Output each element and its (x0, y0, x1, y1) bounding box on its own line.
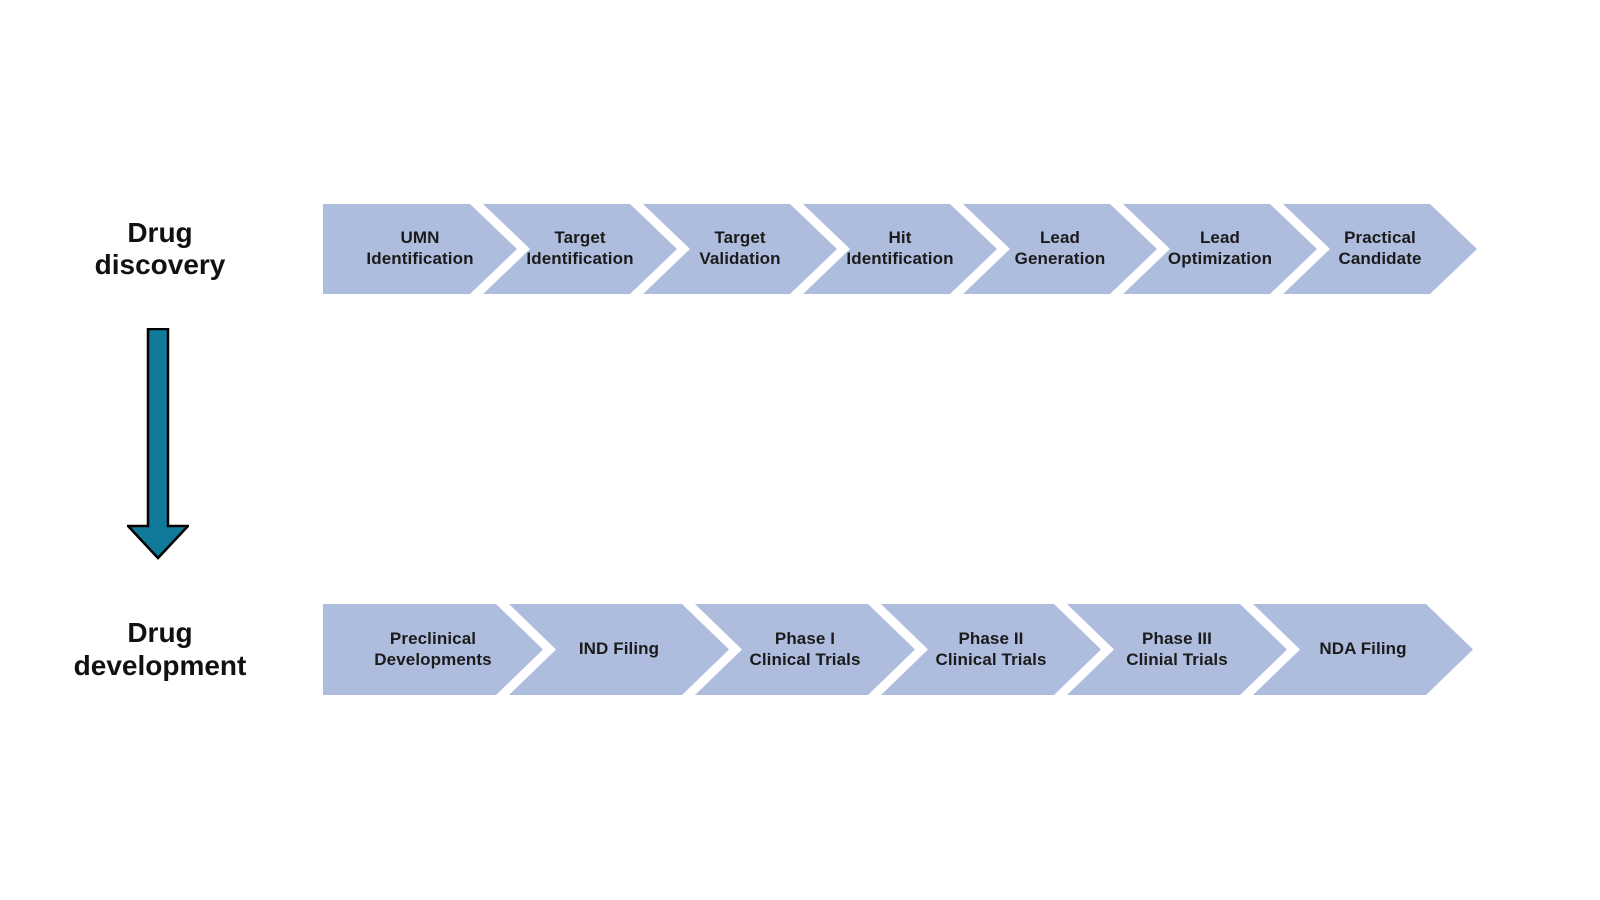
stage-label: Phase I Clinical Trials (749, 628, 861, 669)
stage-label: UMN Identification (366, 228, 474, 268)
stage-row-drug-development: Preclinical Developments IND Filing Phas… (323, 604, 1473, 695)
stage-label: Target Validation (699, 228, 781, 268)
stage-label: IND Filing (578, 639, 660, 659)
stage-chevron-lead-optimization: Lead Optimization (1123, 204, 1317, 294)
row-label-text: Drug discovery (94, 216, 226, 280)
down-arrow-icon (127, 328, 189, 560)
stage-chevron-phase-2-clinical-trials: Phase II Clinical Trials (881, 604, 1101, 695)
row-label-drug-discovery: Drug discovery (35, 204, 285, 294)
stage-chevron-phase-3-clinical-trials: Phase III Clinial Trials (1067, 604, 1287, 695)
stage-label: Lead Generation (1014, 228, 1106, 268)
stage-label: Hit Identification (846, 228, 954, 268)
stage-label: Phase III Clinial Trials (1126, 628, 1228, 669)
stage-chevron-preclinical-developments: Preclinical Developments (323, 604, 543, 695)
stage-label: Phase II Clinical Trials (935, 628, 1047, 669)
row-label-drug-development: Drug development (35, 604, 285, 695)
stage-label: Preclinical Developments (374, 628, 492, 669)
stage-label: Target Identification (526, 228, 634, 268)
row-label-text: Drug development (73, 617, 247, 681)
stage-label: Lead Optimization (1167, 228, 1273, 268)
stage-label: Practical Candidate (1338, 228, 1422, 268)
down-arrow-shape (127, 328, 189, 560)
stage-row-drug-discovery: UMN Identification Target Identification… (323, 204, 1477, 294)
stage-chevron-umn-identification: UMN Identification (323, 204, 517, 294)
stage-label: NDA Filing (1319, 639, 1407, 659)
